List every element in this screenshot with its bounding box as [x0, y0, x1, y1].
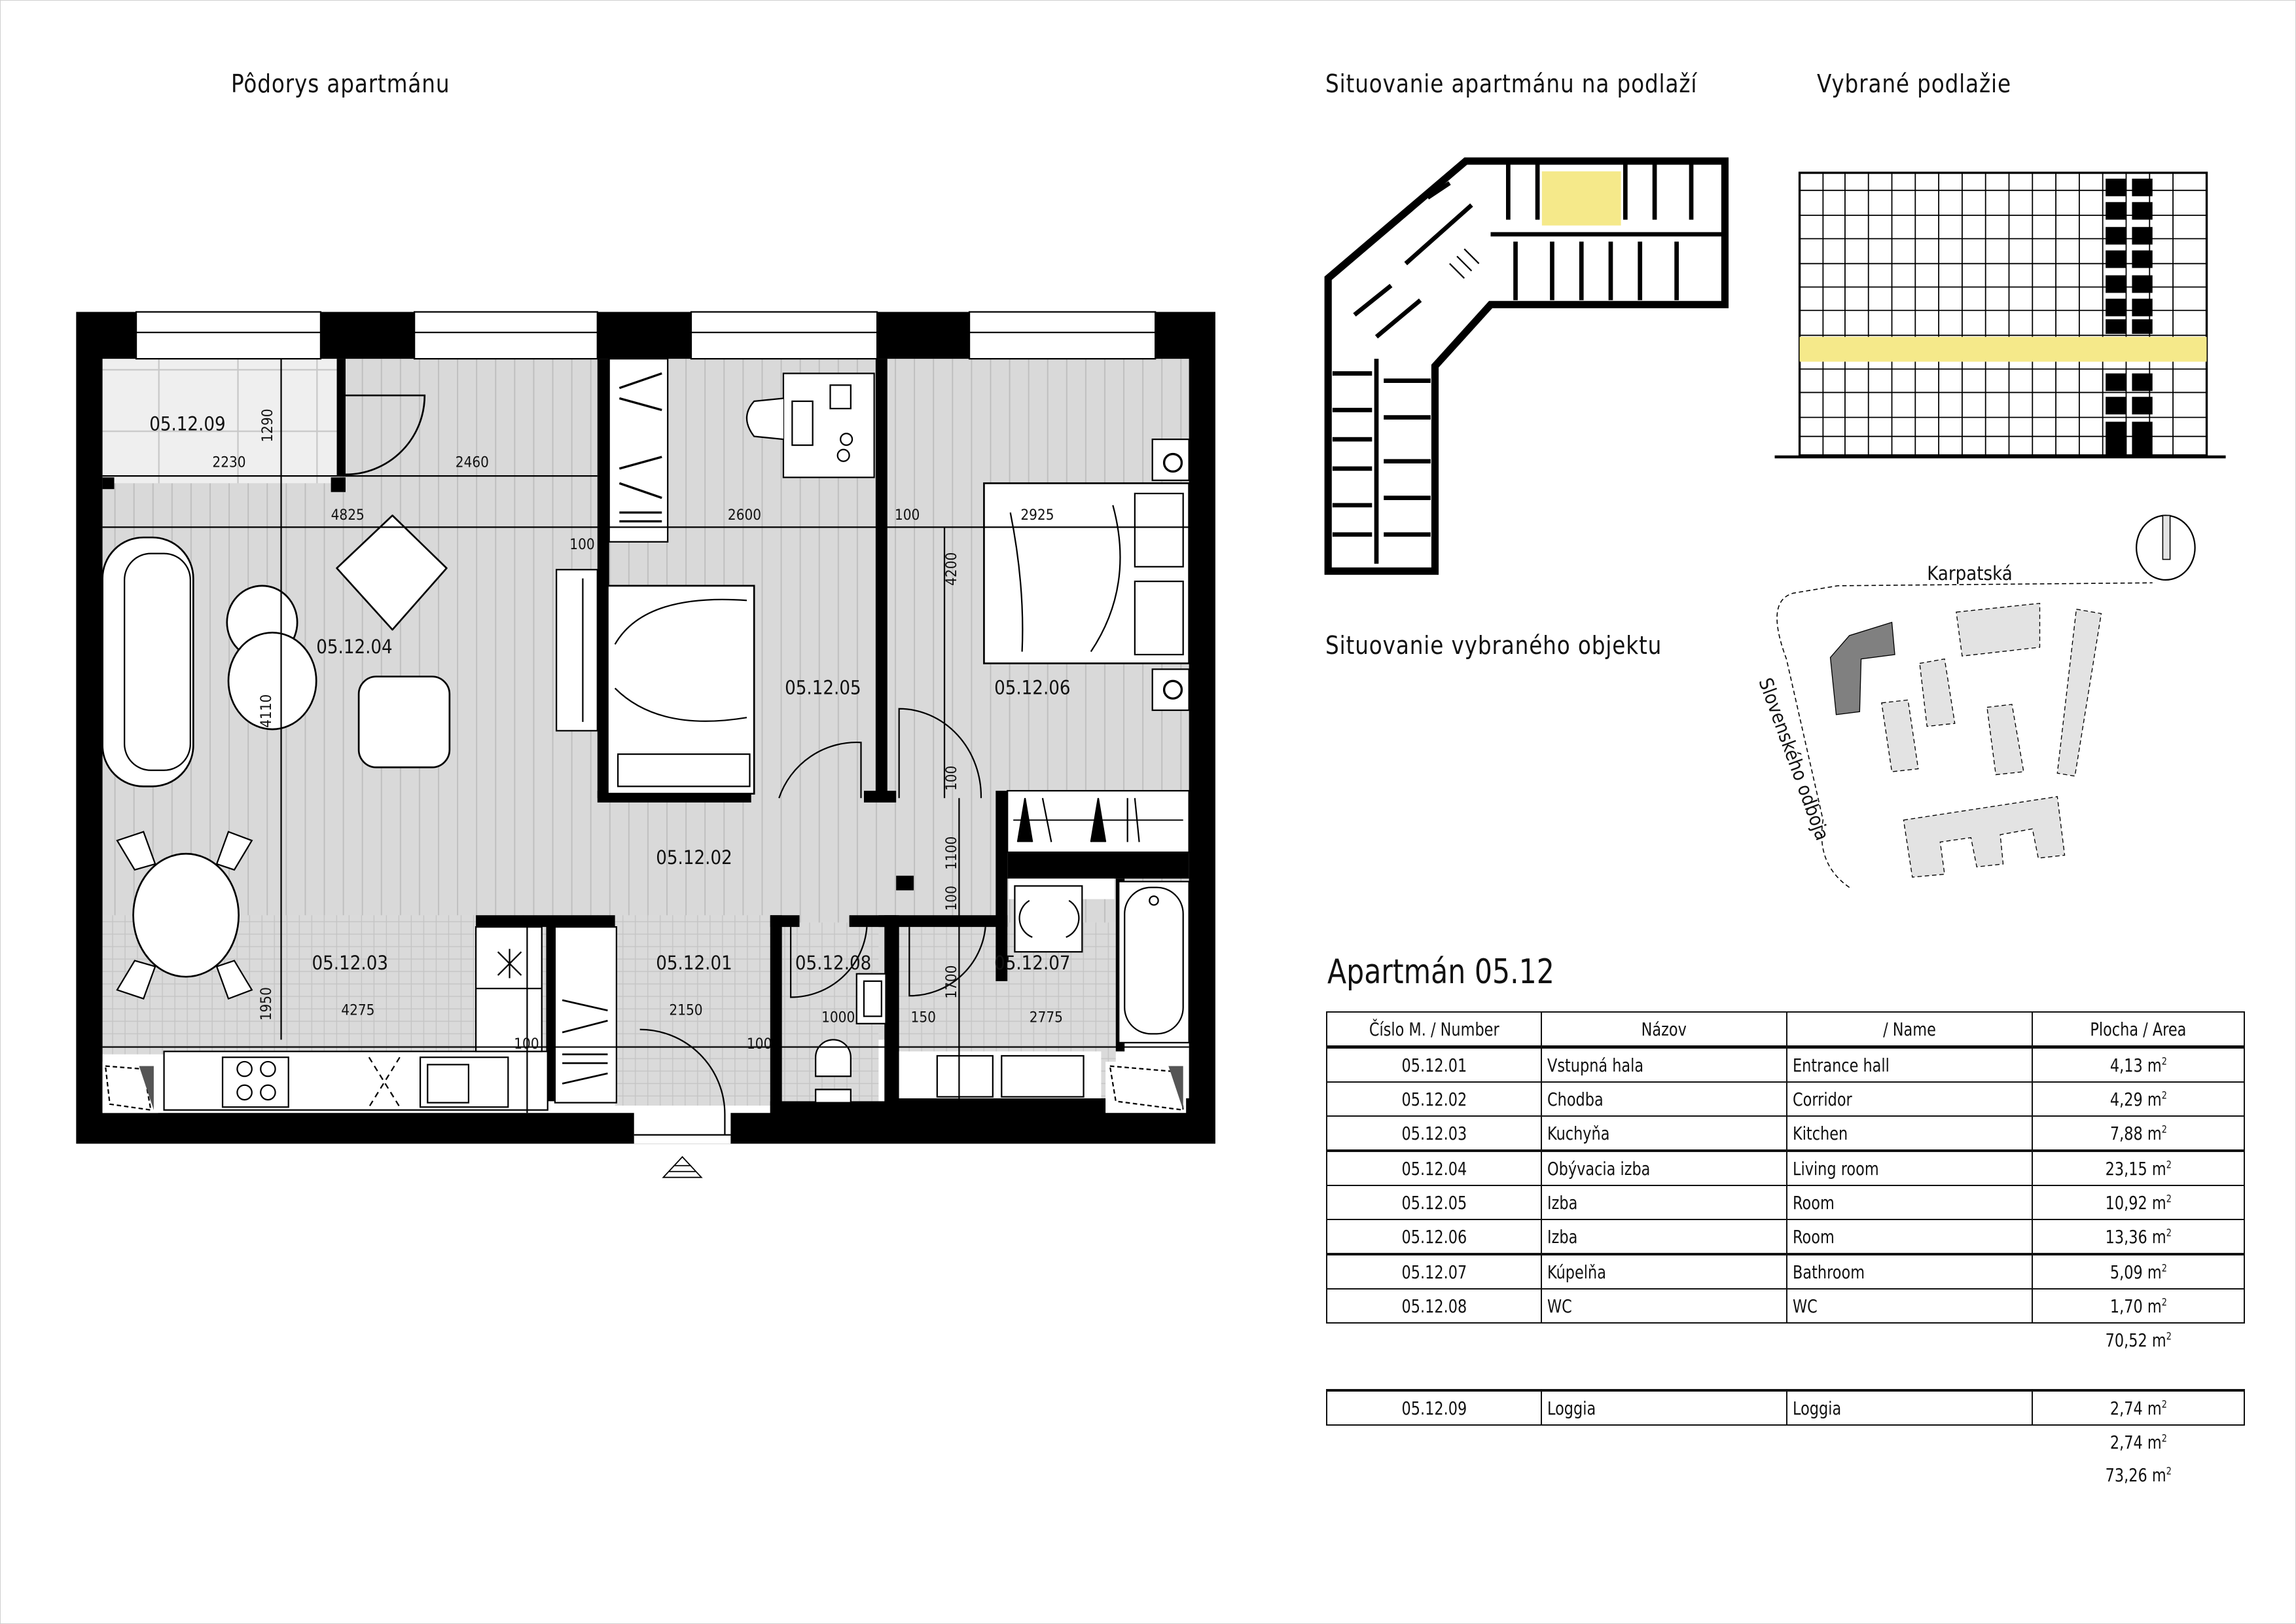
building-elevation	[1774, 171, 2226, 459]
room-label-0508: 05.12.08	[795, 952, 871, 974]
total-row: 73,26 m2	[2105, 1464, 2172, 1486]
room-label-0503: 05.12.03	[312, 952, 388, 974]
building-key-plan	[1324, 157, 1729, 575]
col-number: Číslo M. / Number	[1325, 1011, 1543, 1048]
col-name-sk: Názov	[1541, 1011, 1788, 1048]
dim-wc-width: 1000	[821, 1009, 855, 1026]
dim-kitchen-depth: 1950	[258, 987, 275, 1020]
dim-room6-width: 2925	[1020, 507, 1054, 524]
dim-corridor-1100: 1100	[943, 837, 960, 870]
room-label-0507: 05.12.07	[994, 952, 1070, 974]
building-location-heading: Situovanie vybraného objektu	[1325, 631, 1662, 660]
apartment-floor-plan	[76, 311, 1215, 1144]
room-label-0509: 05.12.09	[149, 413, 225, 435]
dim-living-depth: 4110	[258, 695, 275, 728]
selected-building	[1829, 621, 1895, 715]
selected-floor-heading: Vybrané podlažie	[1817, 69, 2011, 98]
subtotal-interior-row: 70,52 m2	[2105, 1329, 2172, 1351]
dim-room5-width: 2600	[728, 507, 761, 524]
dim-bath-depth: 1700	[943, 965, 960, 999]
dim-bath-width: 2775	[1030, 1009, 1063, 1026]
room-label-0506: 05.12.06	[994, 676, 1070, 698]
street-karpatska: Karpatská	[1927, 562, 2013, 585]
dim-living-top: 2460	[456, 454, 489, 471]
room-label-0505: 05.12.05	[785, 676, 861, 698]
subtotal-loggia-row: 2,74 m2	[2109, 1431, 2167, 1453]
apartment-title: Apartmán 05.12	[1327, 952, 1554, 992]
dim-room6-depth: 4200	[943, 552, 960, 586]
dim-kitchen-width: 4275	[341, 1001, 374, 1019]
site-plan: Karpatská Slovenského odboja	[1754, 514, 2196, 888]
room-labels: 05.12.09 05.12.04 05.12.05 05.12.06 05.1…	[149, 413, 1070, 974]
col-area: Plocha / Area	[2031, 1011, 2246, 1048]
dim-wall-b: 100	[895, 507, 920, 524]
dim-wall-d: 100	[747, 1036, 772, 1053]
dim-wall-a: 100	[569, 536, 594, 553]
floor-plan-heading: Pôdorys apartmánu	[231, 69, 450, 98]
dim-loggia-height: 1290	[259, 408, 276, 442]
dimension-labels: 2230 2460 4825 100 2600 100 2925 4275 10…	[212, 408, 1063, 1052]
dim-corridor-100-mid: 100	[943, 886, 960, 911]
dim-corridor-100-top: 100	[943, 766, 960, 791]
dim-living-width: 4825	[331, 507, 365, 524]
selected-floor-highlight	[1799, 336, 2207, 362]
room-label-0501: 05.12.01	[656, 952, 732, 974]
street-slovenskeho-odboja: Slovenského odboja	[1754, 675, 1833, 843]
dim-loggia-width: 2230	[212, 454, 245, 471]
col-name-en: / Name	[1786, 1011, 2033, 1048]
dim-wall-150: 150	[911, 1009, 936, 1026]
entrance-arrow-icon	[662, 1156, 703, 1178]
dim-wall-c: 100	[514, 1036, 539, 1053]
floor-location-heading: Situovanie apartmánu na podlaží	[1325, 69, 1698, 98]
room-label-0502: 05.12.02	[656, 846, 732, 869]
table-header-row: Číslo M. / Number Názov / Name Plocha / …	[1325, 1011, 2246, 1048]
north-arrow-icon	[2136, 514, 2196, 581]
room-area-table: Číslo M. / Number Názov / Name Plocha / …	[1325, 1011, 2246, 1491]
dim-entry-width: 2150	[669, 1001, 702, 1019]
room-label-0504: 05.12.04	[316, 636, 392, 658]
